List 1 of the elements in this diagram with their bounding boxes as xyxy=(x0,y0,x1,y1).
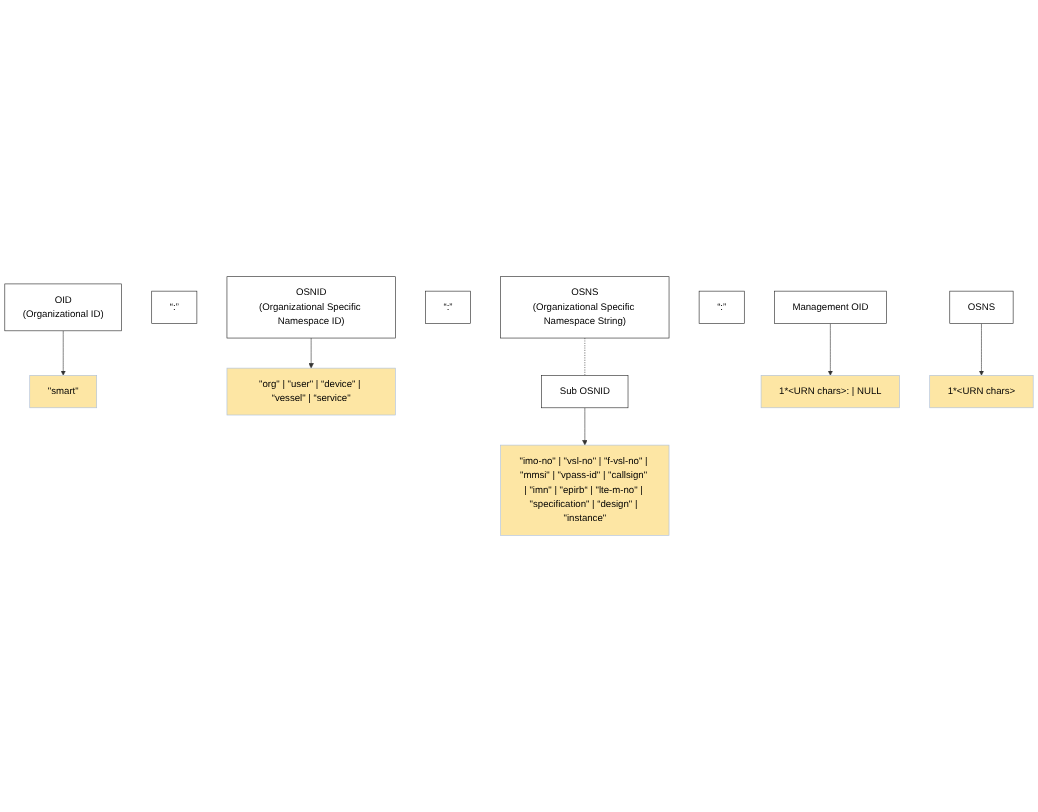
connector xyxy=(584,337,586,376)
